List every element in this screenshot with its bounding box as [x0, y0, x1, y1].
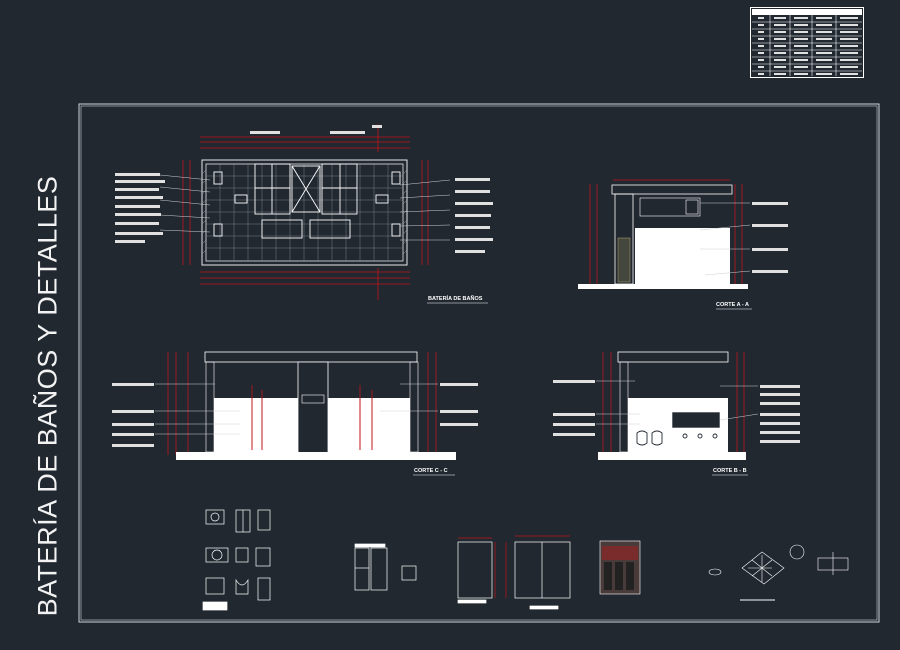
partition-details[interactable]: [354, 541, 571, 610]
plan-view-label: BATERÍA DE BAÑOS: [428, 296, 483, 302]
section-a-notes: [752, 202, 788, 273]
drain-detail[interactable]: [708, 544, 849, 601]
plan-notes-left: [115, 173, 165, 243]
plan-stalls: [213, 163, 401, 239]
legend-table[interactable]: [750, 7, 864, 78]
reference-photo: [599, 540, 641, 595]
plan-tile-grid: [206, 164, 403, 261]
sheet-title: BATERÍA DE BAÑOS Y DETALLES: [32, 175, 63, 617]
section-b-notes: [553, 380, 800, 443]
plan-notes-right: [455, 178, 493, 253]
section-b-label: CORTE B - B: [713, 468, 747, 474]
plan-view[interactable]: [115, 124, 493, 304]
section-a-view[interactable]: [578, 179, 788, 310]
section-a-label: CORTE A - A: [716, 302, 749, 308]
section-a-dimensions: [589, 179, 743, 286]
plan-dimension-lines: [182, 124, 429, 300]
section-c-label: CORTE C - C: [414, 468, 448, 474]
fixture-details[interactable]: [202, 509, 271, 611]
plan-leaders: [159, 174, 451, 241]
plan-top-notes: [250, 125, 382, 134]
partition-detail-dimensions: [458, 535, 570, 598]
sheet-frame: [78, 103, 880, 623]
wall-hatch: [201, 169, 408, 255]
section-b-dimensions: [602, 352, 745, 455]
section-b-view[interactable]: [553, 351, 800, 476]
section-c-notes: [112, 383, 478, 447]
section-c-view[interactable]: [112, 351, 478, 476]
plan-outer-wall: [201, 159, 408, 266]
